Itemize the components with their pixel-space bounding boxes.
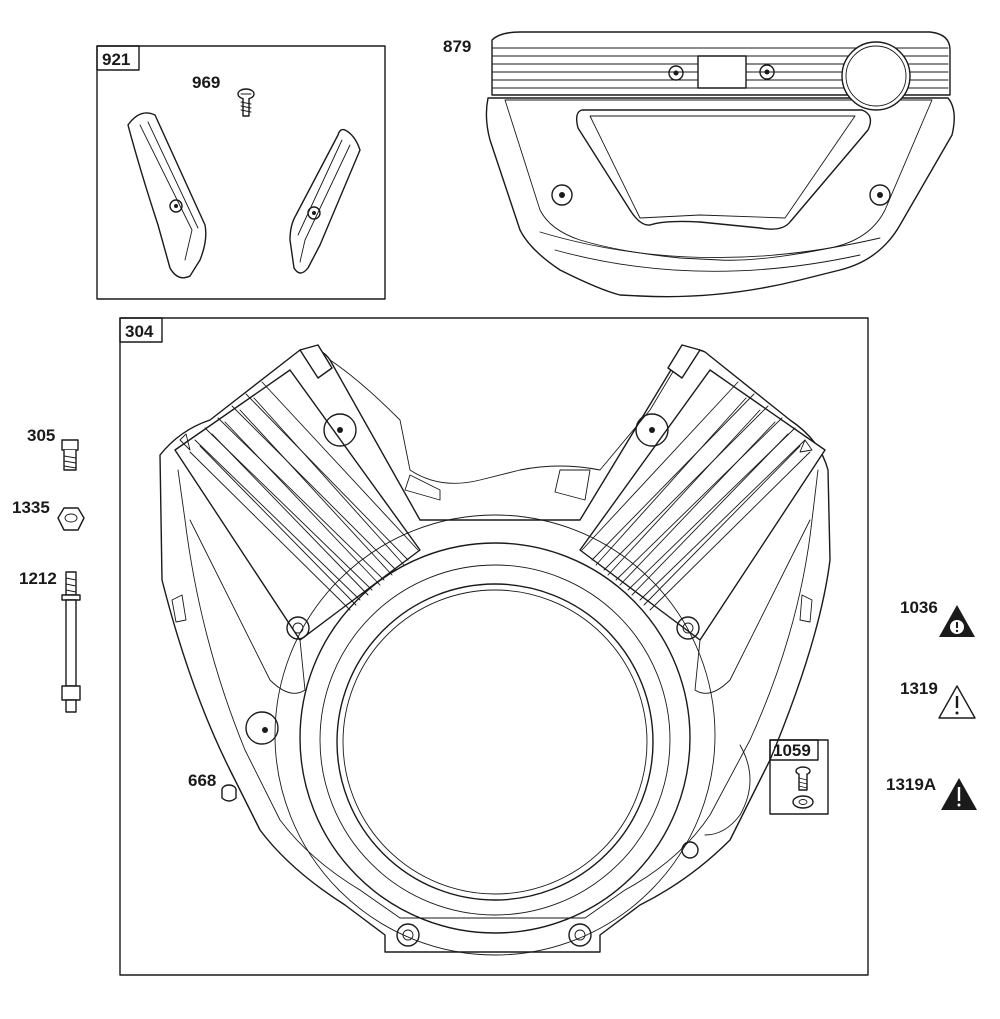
- plug-668: [221, 784, 237, 802]
- right-deflector: [289, 128, 361, 274]
- nut-1335-hex-nut-icon: [57, 507, 85, 531]
- stud-1212-stud-icon: [61, 571, 81, 713]
- warning-1036-warning-triangle-icon: [939, 605, 975, 637]
- callout-1059: 1059: [773, 741, 811, 760]
- box-1059: 1059: [769, 739, 829, 815]
- warning-1319A-warning-triangle-icon: [941, 778, 977, 810]
- top-cover-879: 879: [443, 31, 955, 298]
- warning-1319-warning-triangle-icon: [938, 685, 976, 719]
- callout-969: 969: [192, 73, 220, 92]
- callout-1319A: 1319A: [886, 775, 936, 794]
- callout-1036: 1036: [900, 598, 938, 617]
- screw-1059-screw-icon: [792, 766, 814, 809]
- callout-1319: 1319: [900, 679, 938, 698]
- left-deflector: [127, 112, 207, 279]
- callout-304: 304: [125, 322, 154, 341]
- screw-969-screw-icon: [237, 88, 255, 117]
- callout-305: 305: [27, 426, 55, 445]
- callout-1335: 1335: [12, 498, 50, 517]
- callout-668: 668: [188, 771, 216, 790]
- bolt-305-screw-icon: [61, 439, 79, 471]
- callout-879: 879: [443, 37, 471, 56]
- box-921: 921 969: [96, 45, 386, 300]
- callout-1212: 1212: [19, 569, 57, 588]
- box-304: 304: [119, 317, 869, 976]
- callout-921: 921: [102, 50, 130, 69]
